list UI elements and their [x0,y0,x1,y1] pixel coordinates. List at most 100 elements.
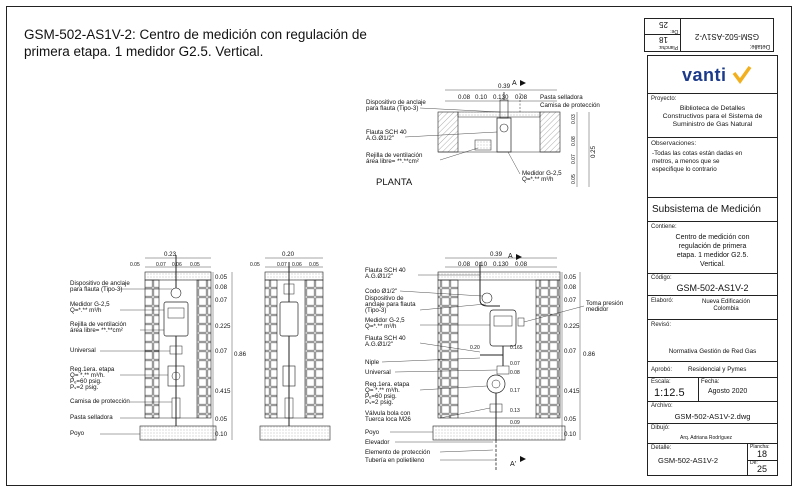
planta-section-mark: A [512,80,517,87]
elaboro-line2: Colombia [713,306,739,312]
planta-view: 0.39 0.08 0.10 0.130 0.08 0.03 0.08 0.07… [366,80,600,188]
contiene-line3: etapa. 1 medidor G2.5. [676,252,749,259]
section-label-20: Elemento de protección [365,449,431,456]
planta-dim-right-2: 0.08 [571,136,577,146]
section-dim-right-4: 0.225 [564,323,580,330]
side-strip-de-label: De: [670,28,678,34]
side-dim-2: 0.07 [277,262,287,268]
section-label-21: Tubería en polietileno [365,457,425,464]
front-label-pasta: Pasta selladora [70,414,113,421]
section-dim-right-6: 0.415 [564,388,580,395]
planta-dim-1: 0.08 [458,94,471,101]
section-dim-4: 0.08 [515,261,528,268]
front-label-rejilla-1: Rejilla de ventilación [70,321,127,328]
brand-cell: vanti [648,56,777,94]
section-dim-inner-5: 0.17 [510,388,520,394]
contiene-label: Contiene: [651,224,677,230]
escala-label: Escala: [651,379,671,385]
section-label-17: Tuerca loca M26 [365,416,411,423]
section-label-3: Dispositivo de [365,295,404,302]
side-elevation-view: 0.20 0.05 0.07 0.06 0.05 [250,251,331,441]
fecha-label: Fecha: [701,379,720,385]
planta-label-rejilla-2: área libre= **.**cm² [366,158,419,165]
planta-label-anclaje-1: Dispositivo de anclaje [366,99,426,106]
subsistema-title: Subsistema de Medición [652,204,761,215]
observaciones-line3: especifique lo contrario [652,166,717,173]
section-label-2: Codo Ø1/2" [365,288,397,295]
section-dim-right-3: 0.07 [564,297,577,304]
section-dim-right-8: 0.10 [564,431,577,438]
aprobo-value: Residencial y Pymes [688,366,747,373]
section-label-9: A.G.Ø1/2" [365,341,393,348]
section-label-11: Universal [365,369,391,376]
contiene-line1: Centro de medición con [675,234,750,241]
front-label-rejilla-2: área libre= **.**cm² [70,327,123,334]
planta-title: PLANTA [376,177,413,188]
codigo-cell: Código: GSM-502-AS1V-2 [648,274,777,296]
section-label-6: Medidor G-2,5 [365,317,405,324]
front-label-reg-4: Pₛ=2 psig. [70,384,99,391]
escala-value: 1:12.5 [654,387,685,399]
planta-label-pasta: Pasta selladora [540,94,583,101]
section-dim-inner-7: 0.09 [510,420,520,426]
planta-dim-right-4: 0.25 [590,145,597,158]
front-dim-right-5: 0.07 [215,348,228,355]
detalle-label: Detalle: [651,445,672,451]
front-dim-2: 0.07 [156,262,166,268]
plancha-label: Plancha: [750,444,770,450]
section-dim-inner-1: 0.20 [470,345,480,351]
archivo-value: GSM-502-AS1V-2.dwg [674,412,751,421]
front-dim-right-7: 0.05 [215,416,228,423]
front-label-anclaje-2: para flauta (Tipo-3) [70,286,122,293]
side-dim-3: 0.06 [292,262,302,268]
front-dim-height: 0.86 [234,351,247,358]
front-dim-right-2: 0.08 [215,284,228,291]
section-dim-inner-2: 0.165 [510,345,523,351]
title-block: vanti Proyecto: Biblioteca de Detalles C… [647,55,778,476]
planta-dim-right-3: 0.07 [571,154,577,164]
section-mark-top: A [508,253,513,260]
reviso-cell: Revisó: Normativa Gestión de Red Gas [648,320,777,362]
front-label-medidor-2: Q=*.** m³/h [70,307,102,314]
archivo-label: Archivo: [651,403,673,409]
planta-label-rejilla-1: Rejilla de ventilación [366,152,423,159]
proyecto-line3: Suministro de Gas Natural [672,121,753,128]
drawing-sheet-border [6,6,792,486]
de-value: 25 [757,464,768,474]
planta-label-anclaje-2: para flauta (Tipo-3) [366,105,418,112]
escala-fecha-cell: Escala: 1:12.5 Fecha: Agosto 2020 [648,378,777,402]
section-label-14: Pₑ=60 psig. [365,393,397,400]
front-label-anclaje-1: Dispositivo de anclaje [70,280,130,287]
archivo-cell: Archivo: GSM-502-AS1V-2.dwg [648,402,777,424]
planta-label-flauta-1: Flauta SCH 40 [366,129,407,136]
reviso-value: Normativa Gestión de Red Gas [668,348,757,355]
technical-drawing: 0.39 0.08 0.10 0.130 0.08 0.03 0.08 0.07… [70,80,624,470]
codigo-label: Código: [651,275,672,281]
dibujo-value: Arq. Adriana Rodríguez [680,435,732,441]
planta-dim-right-5: 0.05 [571,174,577,184]
front-dim-right-1: 0.05 [215,274,228,281]
section-dim-inner-4: 0.08 [510,370,520,376]
observaciones-line2: metros, a menos que se [652,158,720,165]
elaboro-line1: Nueva Edificación [701,299,751,305]
side-dim-4: 0.05 [309,262,319,268]
section-label-15: Pₛ=2 psig. [365,399,394,406]
front-elevation-view: 0.23 0.05 0.07 0.06 0.05 Dispositivo de … [70,251,247,441]
detalle-value: GSM-502-AS1V-2 [658,456,719,465]
section-label-0: Flauta SCH 40 [365,267,406,274]
section-label-4: anclaje para flauta [365,301,416,308]
section-label-8: Flauta SCH 40 [365,335,406,342]
section-dim-inner-3: 0.07 [510,361,520,367]
elaboro-cell: Elaboró: Nueva Edificación Colombia [648,296,777,320]
planta-dim-4: 0.08 [515,94,528,101]
front-label-reg-2: Q= *.** m³/h. [70,372,105,379]
drawing-title-line1: GSM-502-AS1V-2: Centro de medición con r… [24,27,367,42]
front-label-camisa: Camisa de protección [70,398,130,405]
plancha-value: 18 [757,449,768,459]
section-dim-right-7: 0.05 [564,416,577,423]
front-dim-4: 0.05 [190,262,200,268]
reviso-label: Revisó: [651,322,672,328]
section-label-19: Elevador [365,439,389,446]
proyecto-label: Proyecto: [651,96,677,102]
elaboro-label: Elaboró: [651,298,674,304]
